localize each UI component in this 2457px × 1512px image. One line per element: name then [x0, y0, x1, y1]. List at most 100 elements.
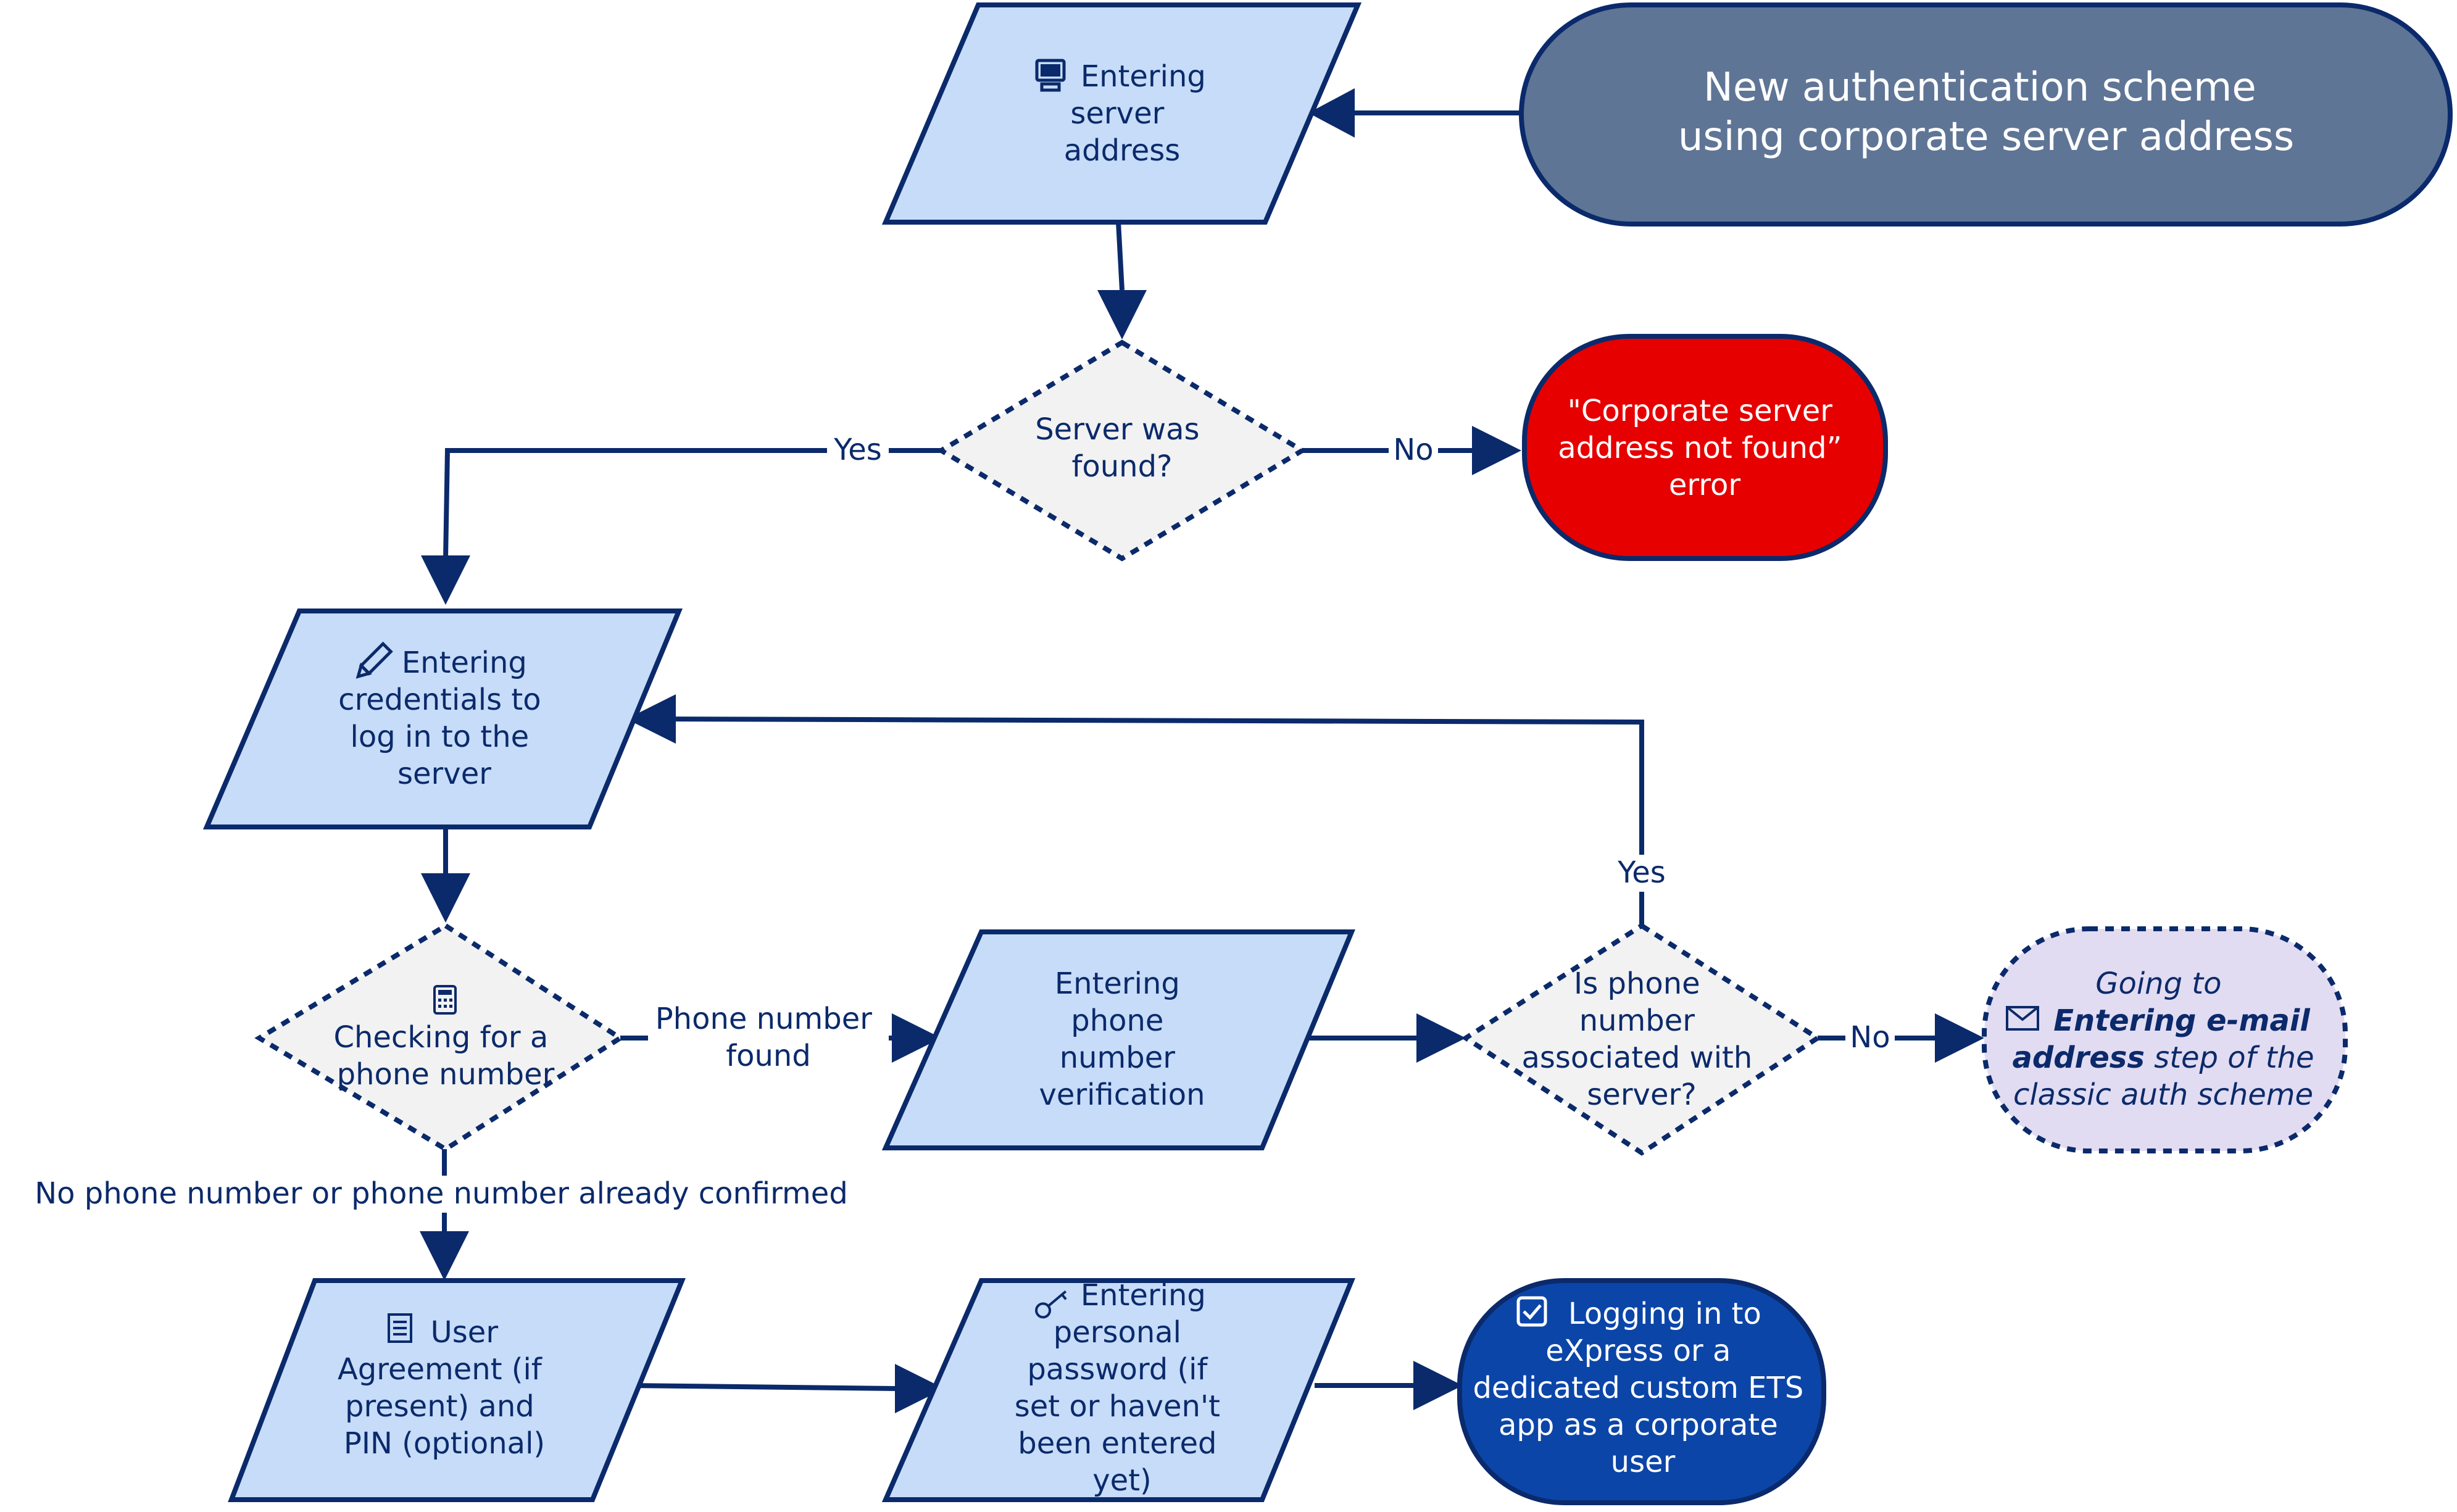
credentials-text: Entering credentials to log in to the se…	[338, 646, 551, 791]
server-address-line: Entering	[1081, 59, 1206, 94]
user-agreement-node	[228, 1278, 686, 1502]
edge-label-found-yes: Yes	[833, 433, 881, 467]
start-text: New authentication scheme using corporat…	[1678, 65, 2294, 160]
goto-email-bold-word: address	[2012, 1041, 2144, 1075]
check-phone-decision	[254, 923, 625, 1152]
error-terminal	[1522, 334, 1888, 561]
arrowhead	[421, 873, 470, 923]
phone-verify-node	[881, 929, 1355, 1150]
goto-email-line-bold: Entering e-mail	[2053, 1003, 2310, 1038]
key-icon	[1035, 1290, 1067, 1319]
end-line: Logging in to	[1568, 1297, 1761, 1331]
credentials-line: Entering	[402, 646, 527, 680]
goto-email-terminal	[1982, 926, 2348, 1153]
label-bg	[12, 1176, 873, 1213]
error-text: "Corporate server address not found” err…	[1558, 394, 1851, 502]
server-found-decision	[936, 339, 1307, 562]
server-address-line: server	[1070, 96, 1164, 131]
edge-label-assoc-no: No	[1850, 1020, 1890, 1055]
user-agreement-line: PIN (optional)	[344, 1426, 545, 1461]
goto-email-line: classic auth scheme	[2013, 1078, 2313, 1112]
credentials-line: server	[397, 757, 491, 791]
end-terminal	[1457, 1278, 1826, 1505]
check-phone-line: Checking for a	[333, 1020, 548, 1055]
label-bg	[827, 429, 889, 466]
edge-label-assoc-yes: Yes	[1617, 855, 1665, 890]
arrowhead	[892, 1013, 941, 1063]
start-terminal	[1519, 2, 2453, 226]
end-line: app as a corporate	[1499, 1408, 1778, 1442]
end-line: dedicated custom ETS	[1473, 1371, 1803, 1405]
edge-label-phone-found-line: Phone number	[655, 1002, 873, 1036]
goto-email-text-4: classic auth scheme	[2013, 1078, 2313, 1112]
phone-verify-line: number	[1060, 1041, 1176, 1075]
label-bg	[1389, 429, 1438, 466]
password-line: yet)	[1092, 1463, 1151, 1498]
credentials-line: credentials to	[338, 683, 541, 717]
error-line: address not found”	[1558, 431, 1842, 465]
password-line: Entering	[1081, 1278, 1206, 1313]
label-bg	[1845, 1018, 1895, 1055]
pencil-icon	[355, 641, 393, 679]
error-line: "Corporate server	[1568, 394, 1833, 428]
edge-label-phone-found: Phone number found	[655, 1002, 882, 1073]
arrowhead	[420, 1231, 469, 1281]
password-line: personal	[1054, 1315, 1181, 1350]
arrowhead	[1935, 1013, 1984, 1063]
server-found-line: Server was	[1035, 412, 1199, 447]
edge-label-no-phone: No phone number or phone number already …	[35, 1176, 848, 1211]
password-text: Entering personal password (if set or ha…	[1015, 1278, 1229, 1498]
arrowhead	[421, 555, 470, 605]
user-agreement-line: Agreement (if	[338, 1352, 543, 1387]
arrowhead	[1097, 290, 1147, 339]
edge-label-phone-found-line: found	[726, 1039, 811, 1073]
label-bg	[648, 1000, 889, 1077]
server-address-text: Entering server address	[1064, 59, 1215, 168]
computer-icon	[1035, 59, 1066, 92]
credentials-line: log in to the	[351, 720, 530, 754]
arrowheads	[420, 88, 1984, 1413]
arrowhead	[1413, 1361, 1463, 1410]
server-found-text: Server was found?	[1035, 412, 1209, 484]
server-address-node	[881, 2, 1362, 225]
phone-assoc-line: associated with	[1521, 1041, 1752, 1075]
checkbox-icon	[1516, 1296, 1547, 1327]
goto-email-rest: step of the	[2145, 1041, 2314, 1075]
server-found-line: found?	[1071, 449, 1172, 484]
document-icon	[388, 1313, 412, 1343]
phone-assoc-line: number	[1579, 1003, 1695, 1038]
edge-label-found-no: No	[1393, 433, 1433, 467]
end-line: eXpress or a	[1545, 1334, 1731, 1368]
user-agreement-line: present) and	[345, 1389, 534, 1424]
edge-found-yes	[443, 448, 941, 559]
edge-assoc-yes	[654, 717, 1644, 926]
user-agreement-line: User	[431, 1315, 499, 1350]
arrowhead	[1416, 1013, 1466, 1063]
end-text: Logging in to eXpress or a dedicated cus…	[1473, 1297, 1813, 1479]
phone-assoc-line: server?	[1587, 1078, 1696, 1112]
error-line: error	[1669, 468, 1740, 502]
password-line: set or haven't	[1015, 1389, 1220, 1424]
arrowhead	[626, 694, 676, 744]
password-line: password (if	[1027, 1352, 1208, 1387]
phone-assoc-line: Is phone	[1574, 966, 1700, 1001]
label-bg	[1611, 855, 1673, 892]
edge-server-address-to-found	[1116, 222, 1125, 291]
credentials-node	[202, 609, 683, 829]
start-line: New authentication scheme	[1703, 65, 2256, 110]
start-line: using corporate server address	[1678, 114, 2294, 160]
check-phone-line: phone number	[337, 1057, 555, 1092]
phone-verify-text: Entering phone number verification	[1039, 966, 1205, 1112]
arrowhead	[895, 1364, 944, 1413]
server-address-line: address	[1064, 133, 1181, 168]
envelope-icon	[2006, 1006, 2039, 1031]
goto-email-text: Going to Entering e-mail	[2053, 966, 2310, 1038]
edge-agreement-to-password	[629, 1383, 899, 1391]
password-node	[881, 1278, 1355, 1502]
goto-email-text-3: address step of the	[2012, 1041, 2314, 1075]
phone-icon	[433, 985, 457, 1015]
goto-email-line: Going to	[2095, 966, 2221, 1001]
user-agreement-text: User Agreement (if present) and PIN (opt…	[338, 1315, 551, 1461]
password-line: been entered	[1018, 1426, 1216, 1461]
